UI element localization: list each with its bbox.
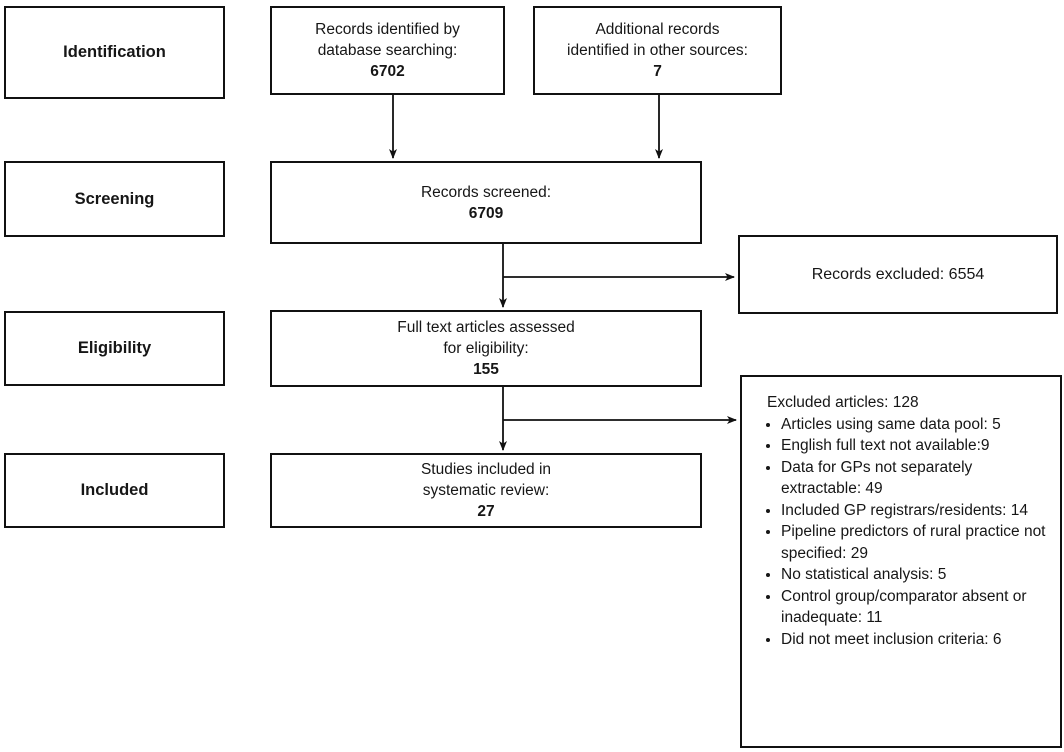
additional-records-count: 7 (653, 63, 662, 80)
box-text-line: Records identified by (315, 21, 460, 38)
excluded-reason-item: Data for GPs not separately extractable:… (781, 457, 1050, 500)
excluded-reason-item: English full text not available:9 (781, 435, 1050, 457)
box-text-line: Records screened: (420, 183, 552, 201)
excluded-reason-item: Did not meet inclusion criteria: 6 (781, 629, 1050, 651)
box-text-line: Additional records (595, 21, 720, 38)
studies-included-box: Studies included in systematic review: 2… (270, 453, 702, 528)
studies-included-count: 27 (477, 503, 495, 520)
excluded-reason-item: Control group/comparator absent or inade… (781, 586, 1050, 629)
box-text-line: identified in other sources: (567, 42, 748, 59)
excluded-reason-item: Articles using same data pool: 5 (781, 414, 1050, 436)
box-text-line: systematic review: (422, 482, 550, 499)
additional-records-box: Additional records identified in other s… (533, 6, 782, 95)
full-text-assessed-count: 155 (473, 361, 499, 378)
box-text-line: for eligibility: (443, 340, 529, 357)
excluded-reasons-list: Articles using same data pool: 5English … (767, 414, 1050, 651)
stage-label: Screening (74, 189, 155, 208)
records-screened-count: 6709 (468, 204, 504, 222)
records-excluded-text: Records excluded: 6554 (811, 266, 985, 283)
box-text-line: Studies included in (420, 461, 552, 478)
excluded-reason-item: Included GP registrars/residents: 14 (781, 500, 1050, 522)
stage-box-eligibility: Eligibility (4, 311, 225, 386)
box-text-line: database searching: (317, 42, 458, 59)
excluded-articles-box: Excluded articles: 128 Articles using sa… (740, 375, 1062, 748)
stage-box-included: Included (4, 453, 225, 528)
records-screened-box: Records screened: 6709 (270, 161, 702, 244)
stage-box-identification: Identification (4, 6, 225, 99)
box-text-line: Full text articles assessed (397, 319, 575, 336)
records-identified-count: 6702 (370, 63, 405, 80)
stage-label: Eligibility (77, 339, 152, 357)
excluded-articles-title: Excluded articles: 128 (767, 394, 919, 411)
stage-box-screening: Screening (4, 161, 225, 237)
stage-label: Identification (63, 43, 166, 61)
records-excluded-box: Records excluded: 6554 (738, 235, 1058, 314)
stage-label: Included (80, 481, 149, 499)
full-text-assessed-box: Full text articles assessed for eligibil… (270, 310, 702, 387)
excluded-reason-item: No statistical analysis: 5 (781, 564, 1050, 586)
excluded-reason-item: Pipeline predictors of rural practice no… (781, 521, 1050, 564)
records-identified-box: Records identified by database searching… (270, 6, 505, 95)
